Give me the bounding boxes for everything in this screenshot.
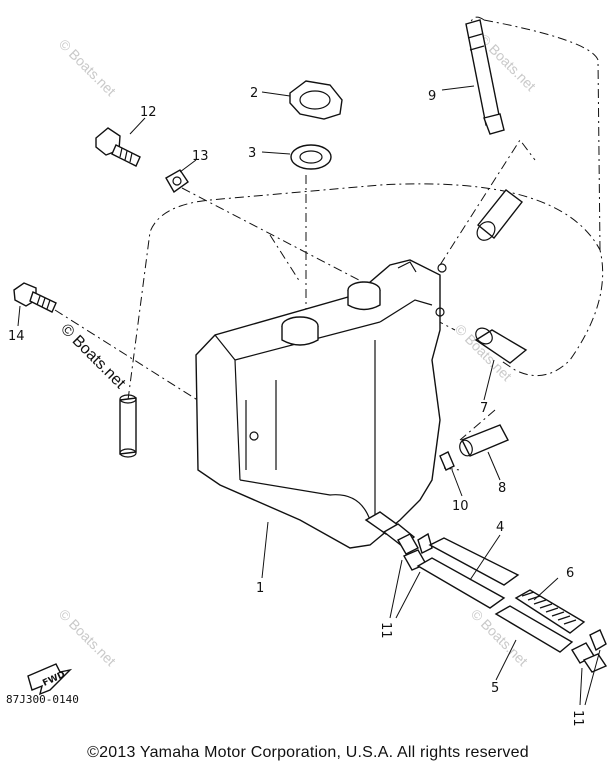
callout-9: 9 [428,89,436,104]
hose-8 [459,424,509,457]
callout-13: 13 [192,149,209,164]
callout-12: 12 [140,105,157,120]
watermark: © Boats.net [56,36,119,99]
callout-11-upper: 11 [378,622,393,639]
callout-8: 8 [498,481,506,496]
leader-lines [17,85,601,706]
fwd-arrow-icon: FWD [27,663,73,696]
pipe-9 [465,19,505,135]
tank-cap [289,80,343,120]
clip-10 [439,451,455,471]
callout-5: 5 [491,681,499,696]
copyright-notice: ©2013 Yamaha Motor Corporation, U.S.A. A… [87,744,529,761]
watermark-dark: © Boats.net [57,321,129,393]
hoses-4 [416,537,520,609]
hose-upper [476,189,523,241]
oil-tank [195,259,447,549]
clips-11-lower [571,629,608,673]
watermark: © Boats.net [56,606,119,669]
callout-1: 1 [256,581,264,596]
spring-6 [514,589,586,634]
gasket [290,144,332,170]
callout-7: 7 [480,401,488,416]
callout-3: 3 [248,146,256,161]
callout-14: 14 [8,329,25,344]
drawing-code: 87J300-0140 [6,693,79,706]
callout-4: 4 [496,520,504,535]
bolt-12 [95,127,141,167]
bolt-14 [13,282,57,313]
callout-numbers: 1 2 3 4 5 6 7 8 9 10 11 11 12 13 14 [8,86,585,727]
hose-5 [494,605,574,653]
callout-10: 10 [452,499,469,514]
hose-7 [474,327,528,364]
washer-13 [165,169,189,194]
callout-6: 6 [566,566,574,581]
callout-2: 2 [250,86,258,101]
callout-11-lower: 11 [570,710,585,727]
hose-left [119,394,137,458]
